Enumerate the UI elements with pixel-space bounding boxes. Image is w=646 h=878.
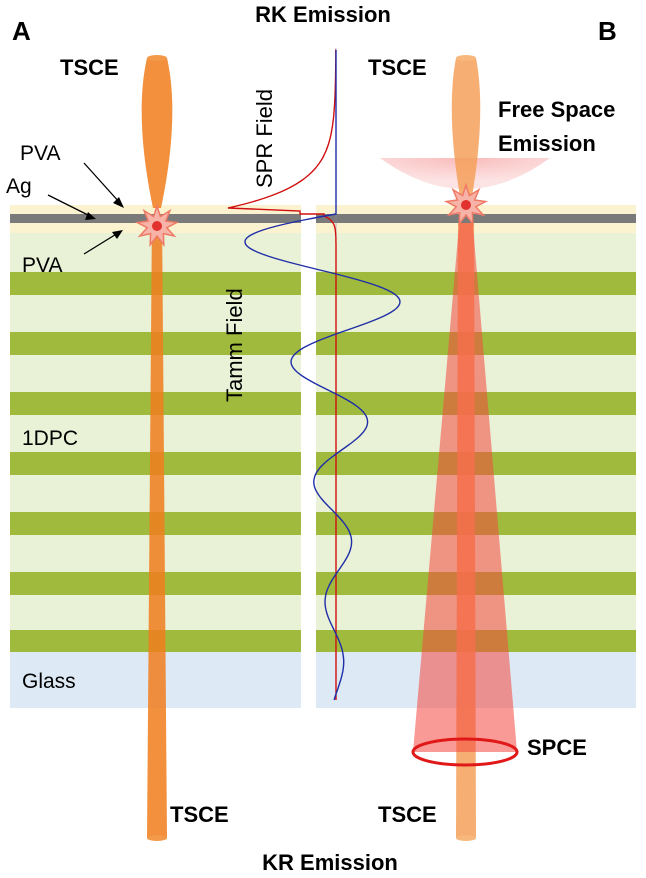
tamm-field-curve (244, 50, 401, 701)
bottom-title: KR Emission (262, 850, 398, 875)
fluorophore-dot (152, 221, 162, 231)
tsce-beam-upper (451, 58, 481, 208)
spr-field-curve (227, 49, 337, 700)
pva-top-label: PVA (20, 142, 60, 165)
spce-ring (411, 737, 519, 767)
spr-field-label: SPR Field (252, 89, 277, 188)
pva-top-arrow (83, 162, 121, 204)
spce-cone (413, 214, 517, 752)
arrow-head (112, 230, 123, 239)
panel-a-tsce-beam (141, 55, 173, 841)
crystal-label: 1DPC (22, 427, 78, 450)
pva-bottom-layer (316, 223, 636, 233)
fluorophore-burst-a (134, 203, 180, 248)
tamm-field-label: Tamm Field (222, 288, 247, 402)
field-profiles (227, 48, 401, 701)
ag-arrow (47, 194, 91, 217)
fluorophore-burst-b (443, 182, 489, 227)
pva-bottom-arrow (83, 232, 119, 255)
arrow-head (85, 212, 96, 220)
glass-label: Glass (22, 670, 76, 693)
tsce-beam-upper (141, 58, 173, 208)
beam-cap (456, 835, 476, 841)
tsce-bottom-label-a: TSCE (170, 802, 229, 827)
spce-label: SPCE (527, 735, 587, 760)
tsce-top-label-b: TSCE (368, 55, 427, 80)
free-space-label-line2: Emission (498, 131, 596, 156)
panel-a-arrows (47, 162, 124, 255)
free-space-label-line1: Free Space (498, 97, 615, 122)
beam-cap (147, 55, 167, 61)
tsce-bottom-label-b: TSCE (378, 802, 437, 827)
ag-layer-b (316, 214, 636, 223)
top-title: RK Emission (255, 2, 391, 27)
pva-bottom-label: PVA (22, 254, 62, 277)
panel-b-beams (380, 55, 550, 841)
panel-a-label: A (12, 16, 31, 46)
fluorophore-dot (461, 200, 471, 210)
arrow-head (113, 197, 124, 208)
beam-cap (456, 55, 476, 61)
tsce-top-label-a: TSCE (60, 55, 119, 80)
panel-b-label: B (598, 16, 617, 46)
ag-label: Ag (6, 175, 32, 198)
beam-cap (147, 835, 167, 841)
tsce-beam-lower (147, 214, 167, 838)
